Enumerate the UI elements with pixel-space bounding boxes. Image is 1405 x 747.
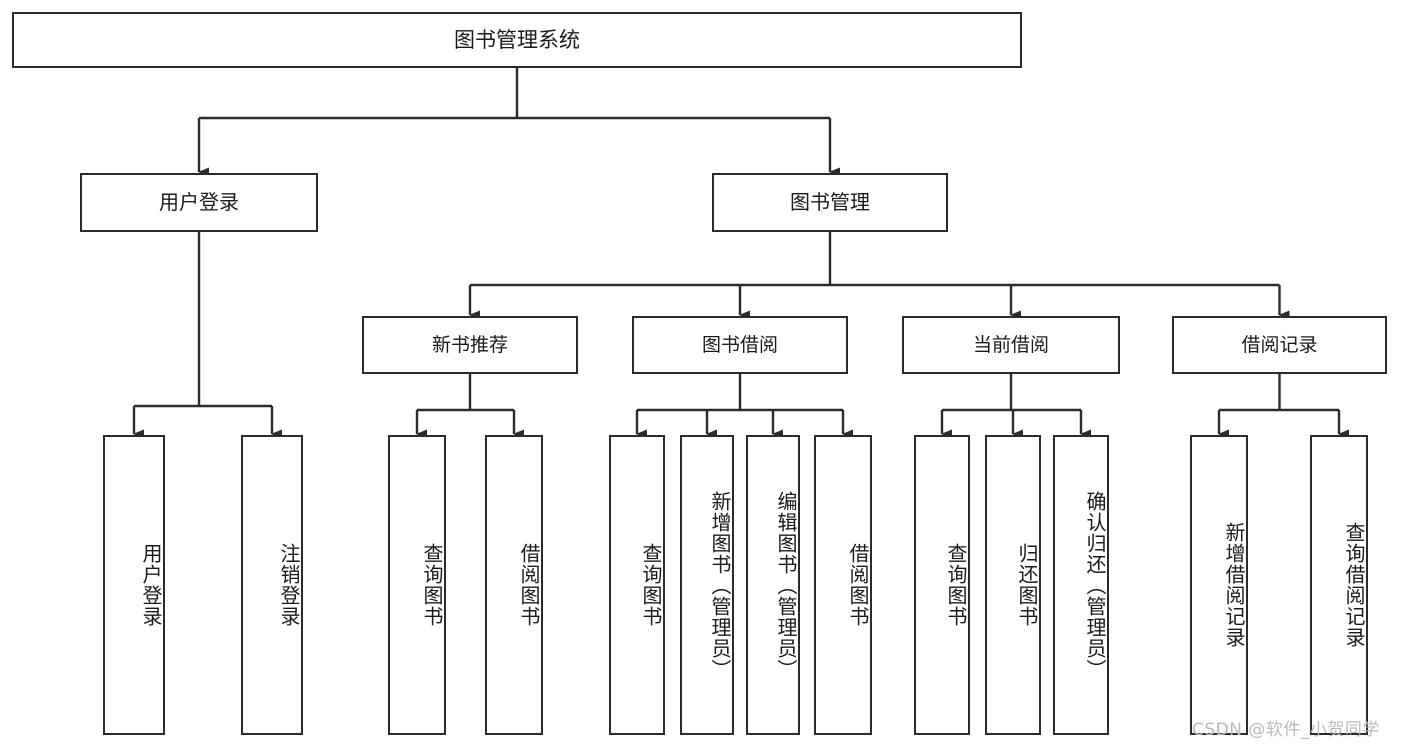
node-label: 确认归还（管理员）	[1083, 490, 1107, 680]
node-label: 查询图书	[420, 543, 444, 627]
node-label: 查询借阅记录	[1342, 522, 1366, 648]
node-leaf-edit-book: 编辑图书（管理员）	[746, 435, 800, 735]
node-leaf-query-record: 查询借阅记录	[1310, 435, 1368, 735]
node-user-login: 用户登录	[80, 173, 318, 232]
node-label: 借阅记录	[1241, 333, 1318, 356]
watermark: CSDN @软件_小贺同学	[1192, 720, 1380, 740]
node-label: 用户登录	[139, 543, 163, 627]
node-borrow-record: 借阅记录	[1172, 316, 1387, 374]
node-leaf-add-book: 新增图书（管理员）	[680, 435, 734, 735]
node-root: 图书管理系统	[12, 12, 1022, 68]
node-leaf-query-book-bor: 查询图书	[609, 435, 665, 735]
node-leaf-borrow-book-bor: 借阅图书	[814, 435, 872, 735]
node-label: 图书借阅	[701, 333, 778, 356]
node-label: 图书管理系统	[454, 27, 580, 52]
node-label: 编辑图书（管理员）	[774, 490, 798, 680]
node-label: 用户登录	[159, 189, 239, 214]
node-label: 归还图书	[1015, 543, 1039, 627]
node-book-borrow: 图书借阅	[632, 316, 848, 374]
node-label: 借阅图书	[846, 543, 870, 627]
node-leaf-return-book: 归还图书	[985, 435, 1041, 735]
node-label: 当前借阅	[972, 333, 1049, 356]
node-label: 新增图书（管理员）	[708, 490, 732, 680]
node-leaf-user-logout: 注销登录	[241, 435, 303, 735]
node-book-management: 图书管理	[712, 173, 948, 232]
node-leaf-borrow-book-rec: 借阅图书	[485, 435, 543, 735]
node-label: 借阅图书	[517, 543, 541, 627]
node-label: 图书管理	[790, 189, 870, 214]
node-new-book-recommend: 新书推荐	[362, 316, 578, 374]
node-label: 新书推荐	[431, 333, 508, 356]
node-label: 注销登录	[277, 543, 301, 627]
node-leaf-query-book-cur: 查询图书	[914, 435, 970, 735]
node-label: 查询图书	[944, 543, 968, 627]
node-leaf-user-login: 用户登录	[103, 435, 165, 735]
node-label: 查询图书	[639, 543, 663, 627]
node-current-borrow: 当前借阅	[902, 316, 1120, 374]
node-label: 新增借阅记录	[1222, 522, 1246, 648]
node-leaf-confirm-return: 确认归还（管理员）	[1053, 435, 1109, 735]
edge-paths	[132, 68, 1349, 439]
node-leaf-query-book-rec: 查询图书	[388, 435, 446, 735]
node-leaf-add-record: 新增借阅记录	[1190, 435, 1248, 735]
